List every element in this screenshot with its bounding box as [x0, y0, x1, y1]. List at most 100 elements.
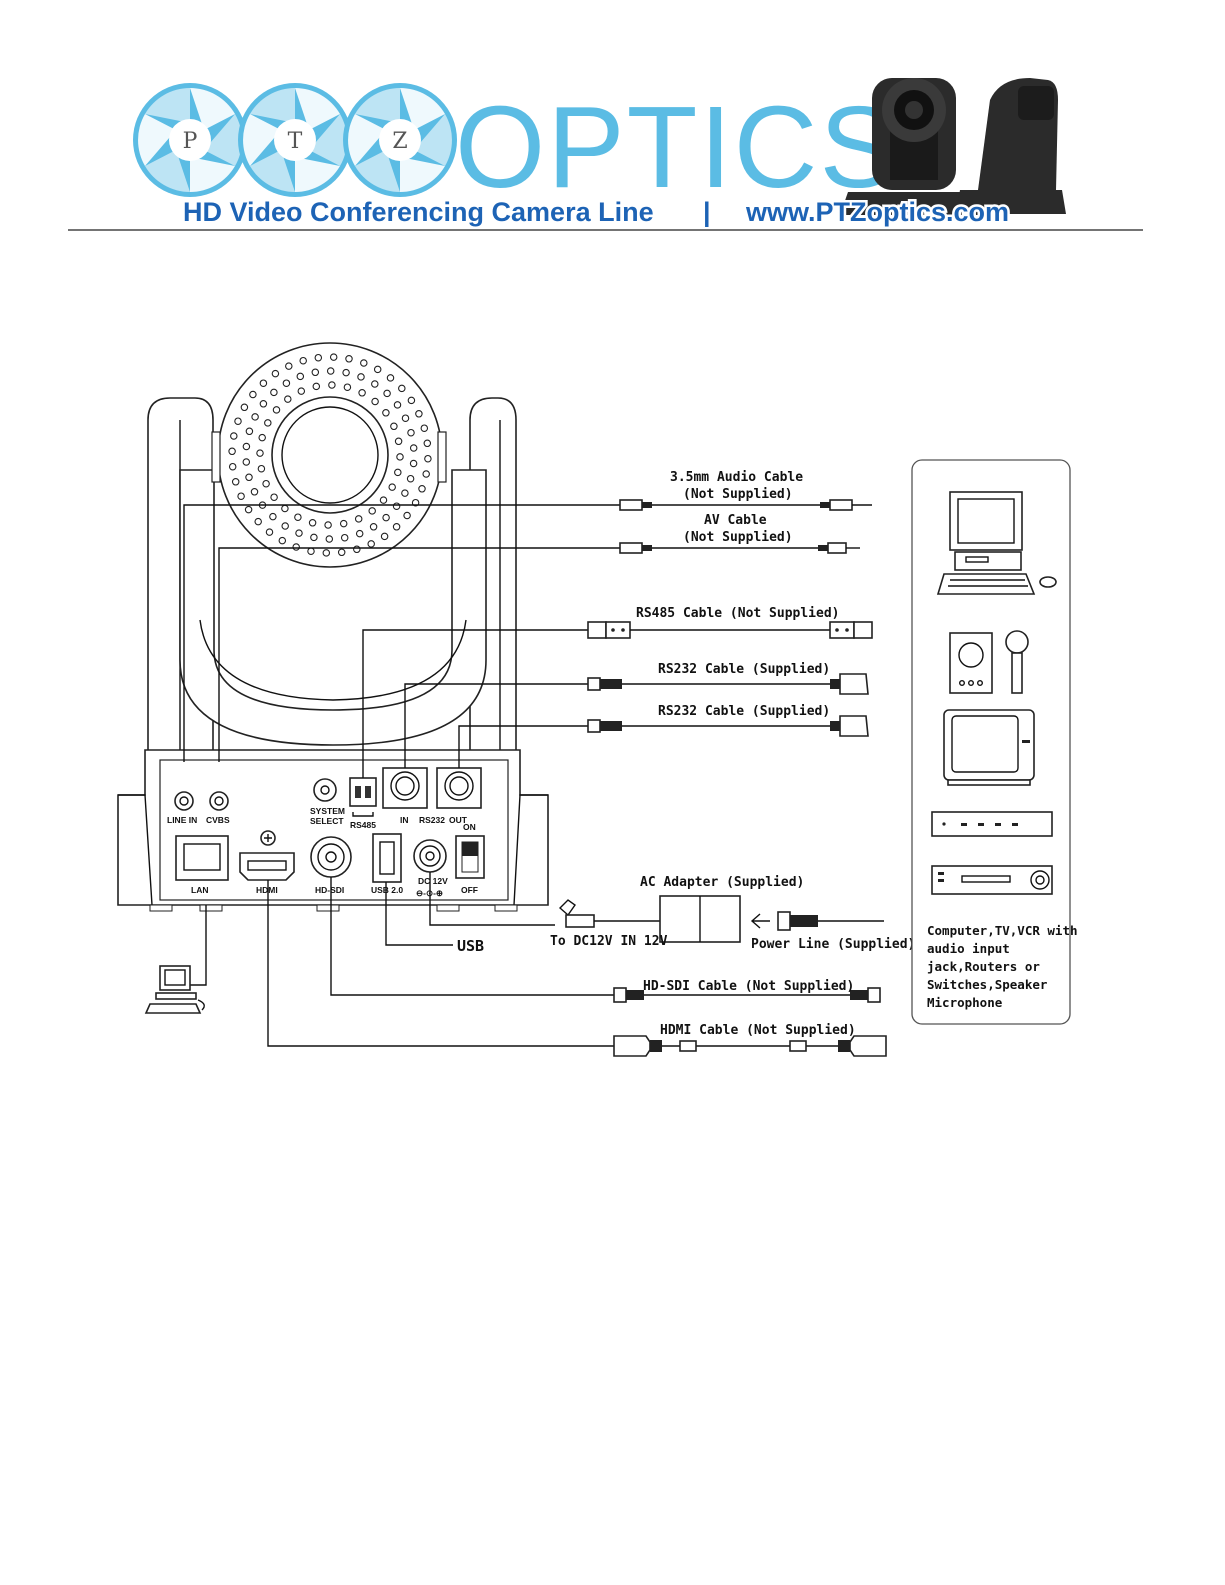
grille-hole: [392, 502, 401, 510]
grille-hole: [424, 454, 432, 463]
devices-text-2: audio input: [927, 941, 1010, 956]
ac-adapter-icon: [558, 895, 884, 943]
label-rs232-cable-b: RS232 Cable (Supplied): [658, 704, 830, 719]
label-power-line: Power Line (Supplied): [751, 937, 915, 952]
grille-hole: [311, 368, 320, 377]
grille-hole: [420, 424, 429, 432]
grille-hole: [245, 473, 253, 482]
lens-p-icon: P: [133, 83, 247, 197]
grille-hole: [396, 453, 404, 461]
label-audio-cable: 3.5mm Audio Cable: [670, 470, 803, 485]
grille-hole: [326, 367, 335, 375]
devices-text-4: Switches,Speaker: [927, 977, 1048, 992]
grille-hole: [242, 442, 251, 451]
label-rs485-cable: RS485 Cable (Not Supplied): [636, 606, 840, 621]
grille-hole: [281, 504, 289, 513]
grille-hole: [271, 369, 280, 378]
rs232-cable-a-icon: [587, 673, 869, 695]
grille-hole: [380, 532, 389, 541]
grille-hole: [355, 529, 364, 538]
grille-hole: [337, 548, 346, 557]
grille-hole: [418, 485, 426, 493]
grille-hole: [245, 427, 254, 436]
grille-hole: [270, 493, 278, 501]
label-rs232-cable-a: RS232 Cable (Supplied): [658, 662, 830, 677]
ptz-logo-lenses: P T: [133, 83, 457, 197]
label-hdsdi-cable: HD-SDI Cable (Not Supplied): [643, 979, 854, 994]
grille-hole: [422, 470, 430, 478]
label-dc12v: DC 12V: [418, 876, 448, 886]
label-hd-sdi: HD-SDI: [315, 885, 344, 895]
label-cvbs: CVBS: [206, 815, 230, 825]
grille-hole: [357, 373, 365, 381]
grille-hole: [392, 523, 401, 531]
label-rs232: RS232: [419, 815, 445, 825]
grille-hole: [258, 433, 266, 442]
label-out: OUT: [449, 815, 468, 825]
hd-sdi-port: [310, 836, 352, 878]
grille-hole: [328, 381, 336, 389]
grille-hole: [407, 396, 416, 405]
devices-text-5: Microphone: [927, 995, 1003, 1010]
cvbs-jack: [209, 791, 229, 811]
grille-hole: [382, 513, 390, 522]
tagline-separator: |: [703, 197, 711, 227]
grille-hole: [369, 523, 378, 531]
label-lan: LAN: [191, 885, 208, 895]
label-system: SYSTEM: [310, 806, 345, 816]
grille-hole: [292, 543, 300, 551]
label-hdmi: HDMI: [256, 885, 278, 895]
grille-hole: [371, 380, 379, 388]
grille-hole: [228, 447, 236, 456]
grille-hole: [358, 389, 366, 397]
lens-t-icon: T: [238, 83, 352, 197]
grille-hole: [360, 359, 368, 367]
grille-hole: [250, 488, 259, 496]
rear-panel: LINE IN CVBS SYSTEM SELECT RS485 IN RS23…: [167, 767, 485, 898]
grille-hole: [237, 492, 245, 500]
label-usb20: USB 2.0: [371, 885, 403, 895]
connection-lines: [160, 504, 614, 1047]
grille-hole: [308, 519, 317, 527]
grille-hole: [339, 519, 348, 528]
grille-hole: [409, 444, 418, 452]
grille-hole: [294, 513, 302, 521]
rs485-cable-icon: [587, 621, 873, 639]
grille-hole: [398, 384, 406, 393]
grille-hole: [354, 515, 363, 523]
label-hdmi-cable: HDMI Cable (Not Supplied): [660, 1023, 856, 1038]
grille-hole: [373, 365, 382, 374]
grille-hole: [296, 372, 305, 381]
grille-hole: [310, 533, 318, 542]
grille-hole: [259, 400, 268, 408]
connection-diagram: LINE IN CVBS SYSTEM SELECT RS485 IN RS23…: [0, 240, 1225, 1100]
grille-hole: [254, 517, 262, 526]
grille-hole: [415, 410, 423, 418]
grille-hole: [367, 540, 375, 548]
grille-hole: [299, 356, 307, 365]
grille-hole: [388, 483, 396, 491]
grille-hole: [342, 368, 350, 377]
grille-hole: [394, 437, 403, 446]
dc-power-jack: [413, 839, 447, 873]
grille-hole: [257, 464, 266, 473]
grille-hole: [329, 353, 338, 361]
label-av-cable-note: (Not Supplied): [683, 530, 793, 545]
grille-hole: [231, 478, 240, 486]
label-on: ON: [463, 822, 476, 832]
grille-hole: [386, 374, 395, 382]
grille-hole: [368, 507, 376, 515]
label-av-cable: AV Cable: [704, 513, 767, 528]
speaker-grille: [228, 353, 432, 557]
label-rs485: RS485: [350, 820, 376, 830]
label-in: IN: [400, 815, 409, 825]
brand-word: OPTICS: [455, 82, 899, 212]
lan-computer-icon: [144, 965, 205, 1014]
grille-hole: [249, 390, 257, 399]
grille-hole: [325, 535, 334, 543]
grille-hole: [314, 353, 323, 362]
rs232-in-port: [382, 767, 428, 809]
grille-hole: [379, 496, 388, 504]
grille-hole: [297, 387, 306, 395]
brand-header: P T: [0, 0, 1225, 240]
